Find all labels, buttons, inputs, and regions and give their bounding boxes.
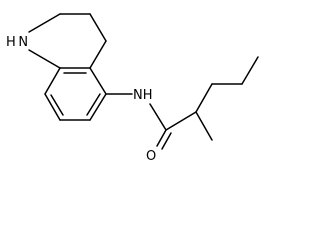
saturated-ring: [28, 13, 107, 69]
bond-c3-c4: [89, 13, 107, 42]
carbonyl-oxygen-label: O: [146, 149, 156, 164]
bond-c5-c4a: [89, 67, 107, 95]
bond-c8-c7-inner: [50, 94, 64, 116]
bond-c8-c7: [44, 93, 61, 121]
alkyl-chain: [165, 56, 259, 141]
bond-c6-c5-inner: [86, 93, 101, 116]
bond-carbonyl-oxygen-second: [161, 132, 172, 150]
amide-group: [105, 93, 172, 150]
bond-gamma-terminal: [241, 56, 259, 85]
bond-nh-carbonyl: [149, 103, 167, 131]
amide-nh-label: NH: [133, 88, 153, 103]
bond-carbonyl-oxygen: [156, 129, 167, 147]
bond-alpha-methyl: [195, 111, 213, 141]
structure-diagram: H N NH O: [6, 13, 259, 164]
bond-c8a-n1: [28, 49, 61, 69]
bond-c6-c5: [89, 93, 107, 121]
bond-c4-c4a: [89, 40, 107, 69]
ring-nh-label: H N: [6, 35, 28, 50]
aromatic-ring: [44, 67, 107, 121]
bond-alpha-beta: [195, 83, 213, 113]
bond-c8a-c8: [44, 67, 61, 95]
bond-n1-c2: [28, 13, 61, 33]
bond-carbonyl-alpha: [165, 111, 197, 131]
